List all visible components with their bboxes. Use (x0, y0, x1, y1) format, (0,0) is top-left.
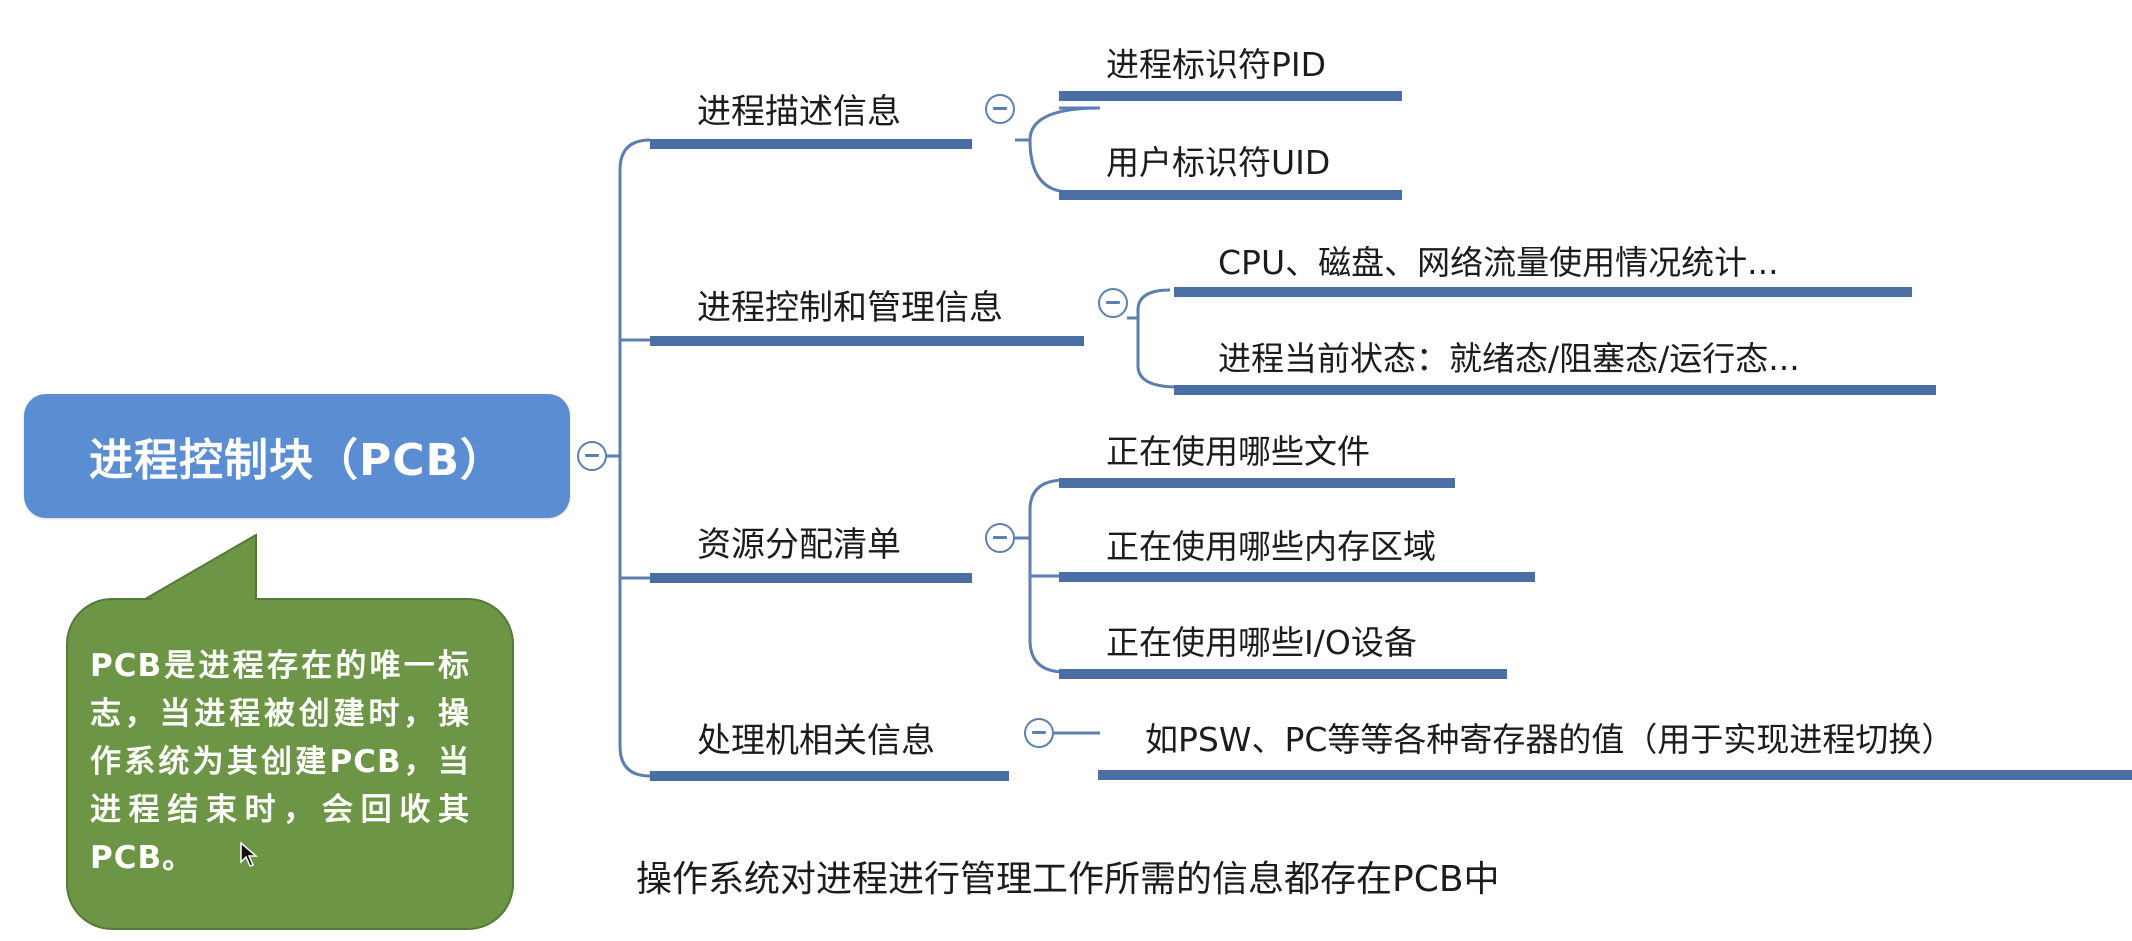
subtopic-io-devices[interactable]: 正在使用哪些I/O设备 (1106, 623, 1417, 662)
topic-resource-allocation[interactable]: 资源分配清单 (697, 525, 901, 565)
topic-processor-info[interactable]: 处理机相关信息 (697, 721, 935, 761)
topic-resource-allocation-collapse-button[interactable] (985, 523, 1015, 553)
topic-process-control-management-collapse-button[interactable] (1098, 288, 1128, 318)
topic-process-description[interactable]: 进程描述信息 (697, 92, 901, 132)
subtopic-registers[interactable]: 如PSW、PC等等各种寄存器的值（用于实现进程切换） (1145, 720, 1955, 759)
callout-bubble[interactable] (66, 598, 514, 930)
subtopic-usage-statistics[interactable]: CPU、磁盘、网络流量使用情况统计... (1218, 243, 1779, 282)
root-collapse-button[interactable] (577, 441, 607, 471)
callout-text: PCB是进程存在的唯一标志，当进程被创建时，操作系统为其创建PCB，当进程结束时… (90, 648, 470, 876)
subtopic-memory-areas[interactable]: 正在使用哪些内存区域 (1106, 527, 1436, 566)
root-node[interactable]: 进程控制块（PCB） (24, 394, 570, 518)
topic-process-control-management[interactable]: 进程控制和管理信息 (697, 288, 1003, 328)
subtopic-current-state[interactable]: 进程当前状态：就绪态/阻塞态/运行态... (1218, 339, 1800, 378)
topic-processor-info-collapse-button[interactable] (1024, 718, 1054, 748)
topic-process-description-collapse-button[interactable] (985, 94, 1015, 124)
pcb-note: 操作系统对进程进行管理工作所需的信息都存在PCB中 (636, 859, 1500, 900)
root-label: 进程控制块（PCB） (88, 435, 506, 486)
subtopic-uid[interactable]: 用户标识符UID (1106, 143, 1331, 182)
subtopic-pid[interactable]: 进程标识符PID (1106, 45, 1327, 84)
subtopic-files-in-use[interactable]: 正在使用哪些文件 (1106, 432, 1370, 471)
cursor-icon (240, 842, 258, 867)
